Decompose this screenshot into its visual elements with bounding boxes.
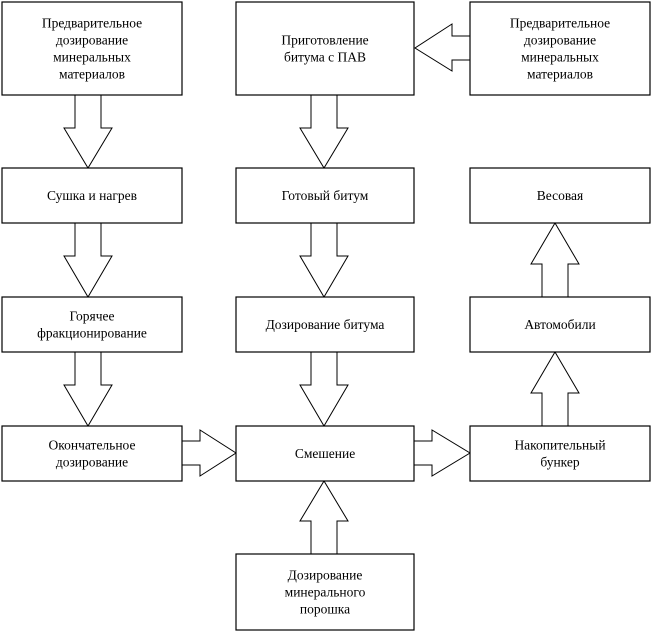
box-mixing: Смешение [235,425,415,482]
arrow-predosing-right-to-bitumen-prep [414,23,471,72]
label-line: Окончательное [49,438,136,453]
box-predosing-right: Предварительное дозирование минеральных мат… [469,1,651,96]
label-line: Весовая [537,188,583,203]
box-bitumen-prep: Приготовление битума с ПАВ [235,1,415,96]
box-hot-fraction-label: Горячее фракционирование [37,309,147,341]
box-weighing: Весовая [469,167,651,224]
label-line: Горячее [69,309,114,324]
box-trucks: Автомобили [469,296,651,353]
arrow-hot-fraction-to-final-dosing [63,351,113,427]
label-line: Смешение [295,446,355,461]
label-line: минерального [285,585,366,600]
box-bitumen-prep-label: Приготовление битума с ПАВ [281,33,368,65]
arrow-predosing-to-drying [63,94,113,169]
label-line: материалов [59,67,125,82]
arrow-bunker-to-trucks [530,351,580,427]
arrow-bitumen-prep-to-ready [299,94,349,169]
arrow-mixing-to-bunker [413,429,471,477]
box-trucks-label: Автомобили [524,317,595,332]
box-bitumen-dosing: Дозирование битума [235,296,415,353]
box-weighing-label: Весовая [537,188,583,203]
box-powder-dosing-label: Дозирование минерального порошка [285,568,366,617]
label-line: битума с ПАВ [284,50,366,65]
box-drying: Сушка и нагрев [1,167,183,224]
label-line: фракционирование [37,326,147,341]
box-predosing-right-label: Предварительное дозирование минеральных мат… [510,16,610,82]
box-hot-fraction: Горячее фракционирование [1,296,183,353]
label-line: Дозирование битума [266,317,385,332]
label-line: Автомобили [524,317,595,332]
label-line: Дозирование [288,568,363,583]
label-line: Сушка и нагрев [47,188,137,203]
arrow-bitumen-dosing-to-mixing [299,351,349,427]
label-line: дозирование [524,33,596,48]
box-powder-dosing: Дозирование минерального порошка [235,553,415,631]
label-line: минеральных [521,50,599,65]
label-line: порошка [300,602,350,617]
arrow-ready-to-bitumen-dosing [299,222,349,298]
label-line: дозирование [56,455,128,470]
box-final-dosing: Окончательное дозирование [1,425,183,482]
box-storage-bunker: Накопительный бункер [469,425,651,482]
arrow-final-dosing-to-mixing [181,429,237,477]
label-line: Приготовление [281,33,368,48]
label-line: Готовый битум [282,188,369,203]
flow-arrows [63,23,580,555]
label-line: дозирование [56,33,128,48]
box-storage-bunker-label: Накопительный бункер [514,438,605,470]
label-line: материалов [527,67,593,82]
arrow-powder-to-mixing [299,480,349,555]
box-ready-bitumen: Готовый битум [235,167,415,224]
label-line: бункер [540,455,580,470]
box-drying-label: Сушка и нагрев [47,188,137,203]
label-line: Предварительное [42,16,142,31]
box-predosing-left: Предварительное дозирование минеральных мат… [1,1,183,96]
box-mixing-label: Смешение [295,446,355,461]
arrow-drying-to-hot-fraction [63,222,113,298]
box-bitumen-dosing-label: Дозирование битума [266,317,385,332]
label-line: Предварительное [510,16,610,31]
label-line: минеральных [53,50,131,65]
box-predosing-left-label: Предварительное дозирование минеральных мат… [42,16,142,82]
box-final-dosing-label: Окончательное дозирование [49,438,136,470]
label-line: Накопительный [514,438,605,453]
box-ready-bitumen-label: Готовый битум [282,188,369,203]
arrow-trucks-to-weighing [530,222,580,298]
